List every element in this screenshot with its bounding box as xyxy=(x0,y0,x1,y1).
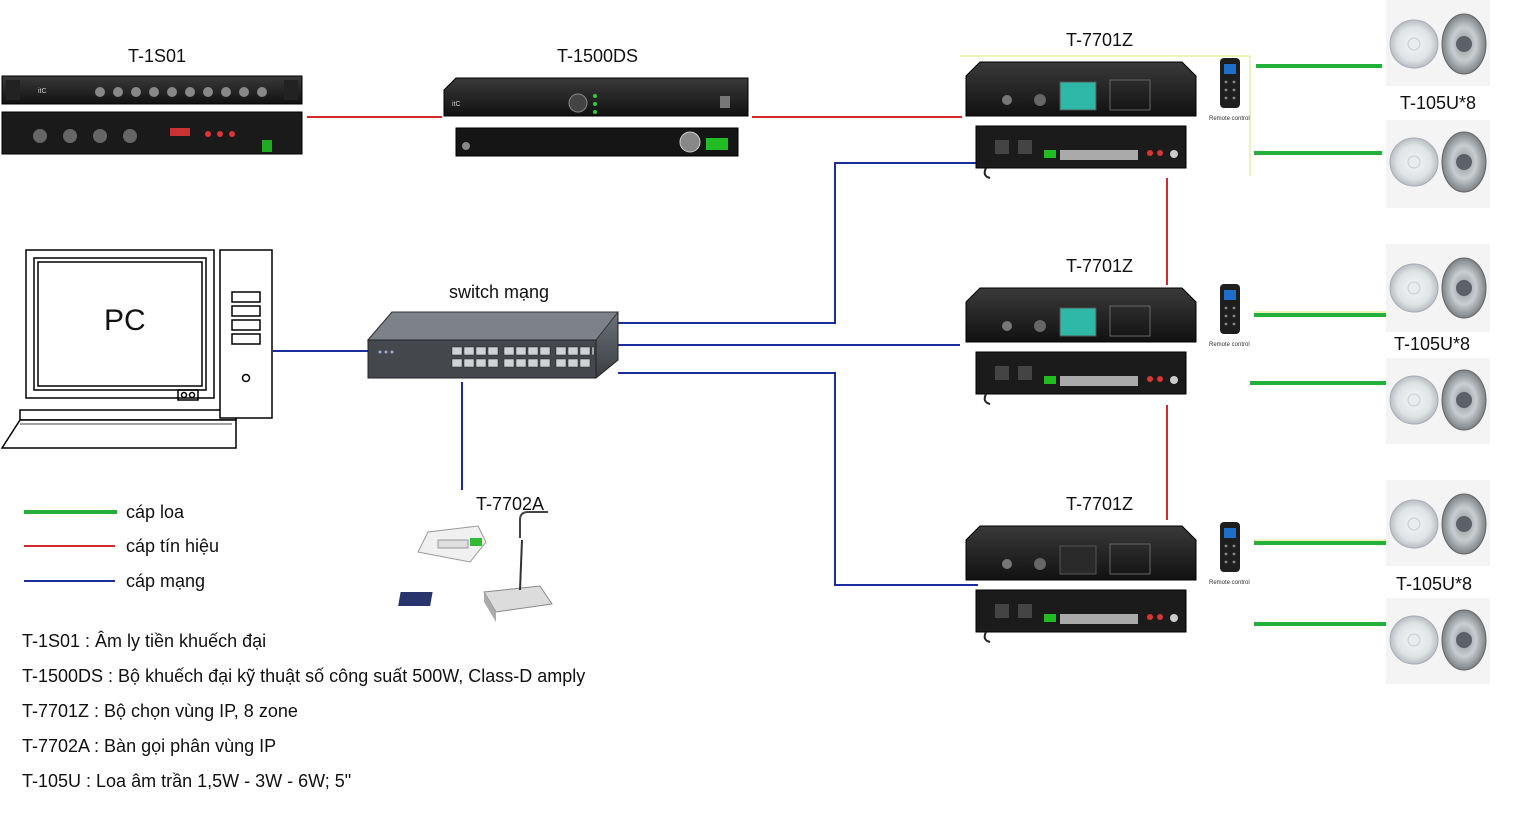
remote-caption-3: Remote control xyxy=(1209,580,1250,586)
pc-computer xyxy=(0,249,273,449)
speaker-cables xyxy=(1250,64,1388,626)
zone-unit-1 xyxy=(965,61,1197,179)
description-zone-selector: T-7701Z : Bộ chọn vùng IP, 8 zone xyxy=(22,701,298,721)
speaker-pair-5 xyxy=(1386,480,1490,566)
speaker-group-1-label: T-105U*8 xyxy=(1400,93,1477,113)
description-paging-station: T-7702A : Bàn gọi phân vùng IP xyxy=(22,736,277,756)
zone-unit-2 xyxy=(965,287,1197,405)
remote-control-3 xyxy=(1220,522,1240,572)
zone-unit-3 xyxy=(965,525,1197,643)
cable-highlight xyxy=(960,55,1388,541)
preamp-device: itC xyxy=(1,75,303,155)
switch-label: switch mạng xyxy=(449,282,550,302)
speaker-pair-1 xyxy=(1386,0,1490,86)
svg-text:itC: itC xyxy=(38,88,47,95)
legend-signal-cable: cáp tín hiệu xyxy=(126,536,220,556)
svg-text:itC: itC xyxy=(452,101,461,108)
zone3-label: T-7701Z xyxy=(1066,494,1134,514)
speaker-group-3-label: T-105U*8 xyxy=(1396,574,1473,594)
remote-control-2 xyxy=(1220,284,1240,334)
signal-cables xyxy=(307,116,1168,520)
description-preamp: T-1S01 : Âm ly tiền khuếch đại xyxy=(22,631,267,651)
remote-control-1 xyxy=(1220,58,1240,108)
network-cables xyxy=(273,162,978,586)
legend-swatches xyxy=(24,510,117,582)
zone2-label: T-7701Z xyxy=(1066,256,1134,276)
description-amplifier: T-1500DS : Bộ khuếch đại kỹ thuật số côn… xyxy=(22,666,586,686)
amplifier-label: T-1500DS xyxy=(557,46,639,66)
speaker-pair-4 xyxy=(1386,358,1490,444)
description-speaker: T-105U : Loa âm trần 1,5W - 3W - 6W; 5" xyxy=(22,771,352,791)
remote-caption-1: Remote control xyxy=(1209,116,1250,122)
preamp-label: T-1S01 xyxy=(128,46,187,66)
paging-mic-station xyxy=(398,511,553,622)
speaker-group-2-label: T-105U*8 xyxy=(1394,334,1471,354)
mic-label: T-7702A xyxy=(476,494,545,514)
network-switch xyxy=(366,311,620,379)
speaker-pair-2 xyxy=(1386,120,1490,208)
pc-label: PC xyxy=(104,304,146,337)
zone1-label: T-7701Z xyxy=(1066,30,1134,50)
speaker-pair-6 xyxy=(1386,598,1490,684)
remote-caption-2: Remote control xyxy=(1209,342,1250,348)
legend-speaker-cable: cáp loa xyxy=(126,502,185,522)
speaker-pair-3 xyxy=(1386,244,1490,332)
legend-network-cable: cáp mạng xyxy=(126,571,206,591)
amplifier-device: itC xyxy=(443,77,749,157)
